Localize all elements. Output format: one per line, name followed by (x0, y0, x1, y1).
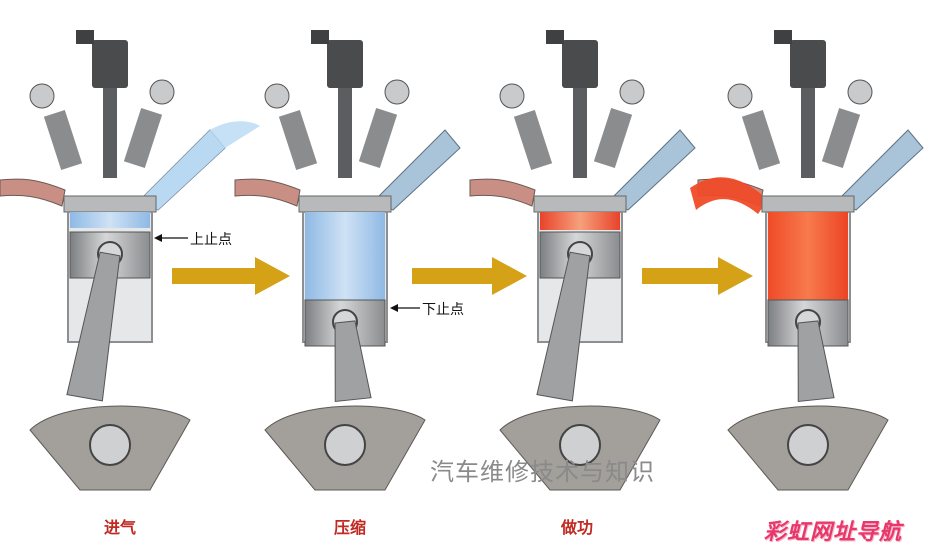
flow-arrow-3 (642, 257, 753, 295)
power-spark-plug (573, 88, 587, 178)
bdc-pointer (390, 304, 420, 312)
power-connecting-rod (536, 251, 591, 402)
compression-valve-spring-left (278, 109, 318, 171)
power-valve-spring-right (593, 107, 633, 169)
intake-spark-plug (103, 88, 117, 178)
intake-engine (0, 30, 260, 491)
compression-ignition-coil (327, 40, 363, 88)
exhaust-engine (690, 30, 924, 491)
power-ignition-coil (562, 40, 598, 88)
brand-logo: 彩虹网址导航 (764, 520, 903, 545)
bdc-label: 下止点 (422, 302, 464, 318)
compression-connecting-rod (334, 320, 372, 403)
intake-airflow (140, 121, 260, 210)
intake-rocker-left (29, 83, 55, 109)
intake-exhaust-pipe (0, 178, 66, 207)
compression-rocker-right (384, 79, 410, 105)
compression-valve-spring-right (358, 107, 398, 169)
intake-rocker-right (149, 79, 175, 105)
exhaust-connecting-rod (797, 320, 835, 403)
intake-stroke-label: 进气 (103, 518, 136, 537)
tdc-pointer (154, 234, 188, 242)
intake-crank-journal (89, 424, 131, 466)
compression-spark-plug (338, 88, 352, 178)
intake-valve-spring-left (43, 109, 83, 171)
power-combustion-chamber-gas (540, 212, 620, 230)
power-crank-journal (559, 424, 601, 466)
intake-connecting-rod (66, 251, 121, 402)
intake-valve-spring-right (123, 107, 163, 169)
power-cylinder-head (533, 195, 627, 213)
power-rocker-left (499, 83, 525, 109)
exhaust-rocker-right (847, 79, 873, 105)
compression-crank-journal (324, 424, 366, 466)
intake-cylinder-head (63, 195, 157, 213)
compression-cylinder-head (298, 195, 392, 213)
exhaust-valve-spring-right (821, 107, 861, 169)
power-valve-spring-left (513, 109, 553, 171)
exhaust-valve-spring-left (741, 109, 781, 171)
power-exhaust-pipe (469, 178, 536, 207)
power-stroke-label: 做功 (560, 518, 593, 537)
exhaust-flow (690, 177, 768, 214)
power-engine (469, 30, 696, 491)
flow-arrow-2 (412, 257, 527, 295)
flow-arrow-1 (172, 257, 290, 295)
compression-rocker-left (264, 83, 290, 109)
power-rocker-right (619, 79, 645, 105)
intake-combustion-chamber-gas (70, 212, 150, 228)
compression-exhaust-pipe (234, 178, 301, 207)
intake-ignition-coil (92, 40, 128, 88)
exhaust-crank-journal (787, 424, 829, 466)
tdc-label: 上止点 (190, 232, 232, 248)
watermark-text: 汽车维修技术与知识 (430, 458, 655, 486)
compression-stroke-label: 压缩 (333, 518, 366, 537)
compression-combustion-chamber-gas (305, 212, 385, 300)
compression-engine (234, 30, 461, 491)
exhaust-spark-plug (801, 88, 815, 178)
exhaust-combustion-chamber-gas (768, 212, 848, 300)
exhaust-ignition-coil (790, 40, 826, 88)
exhaust-rocker-left (727, 83, 753, 109)
exhaust-cylinder-head (761, 195, 855, 213)
